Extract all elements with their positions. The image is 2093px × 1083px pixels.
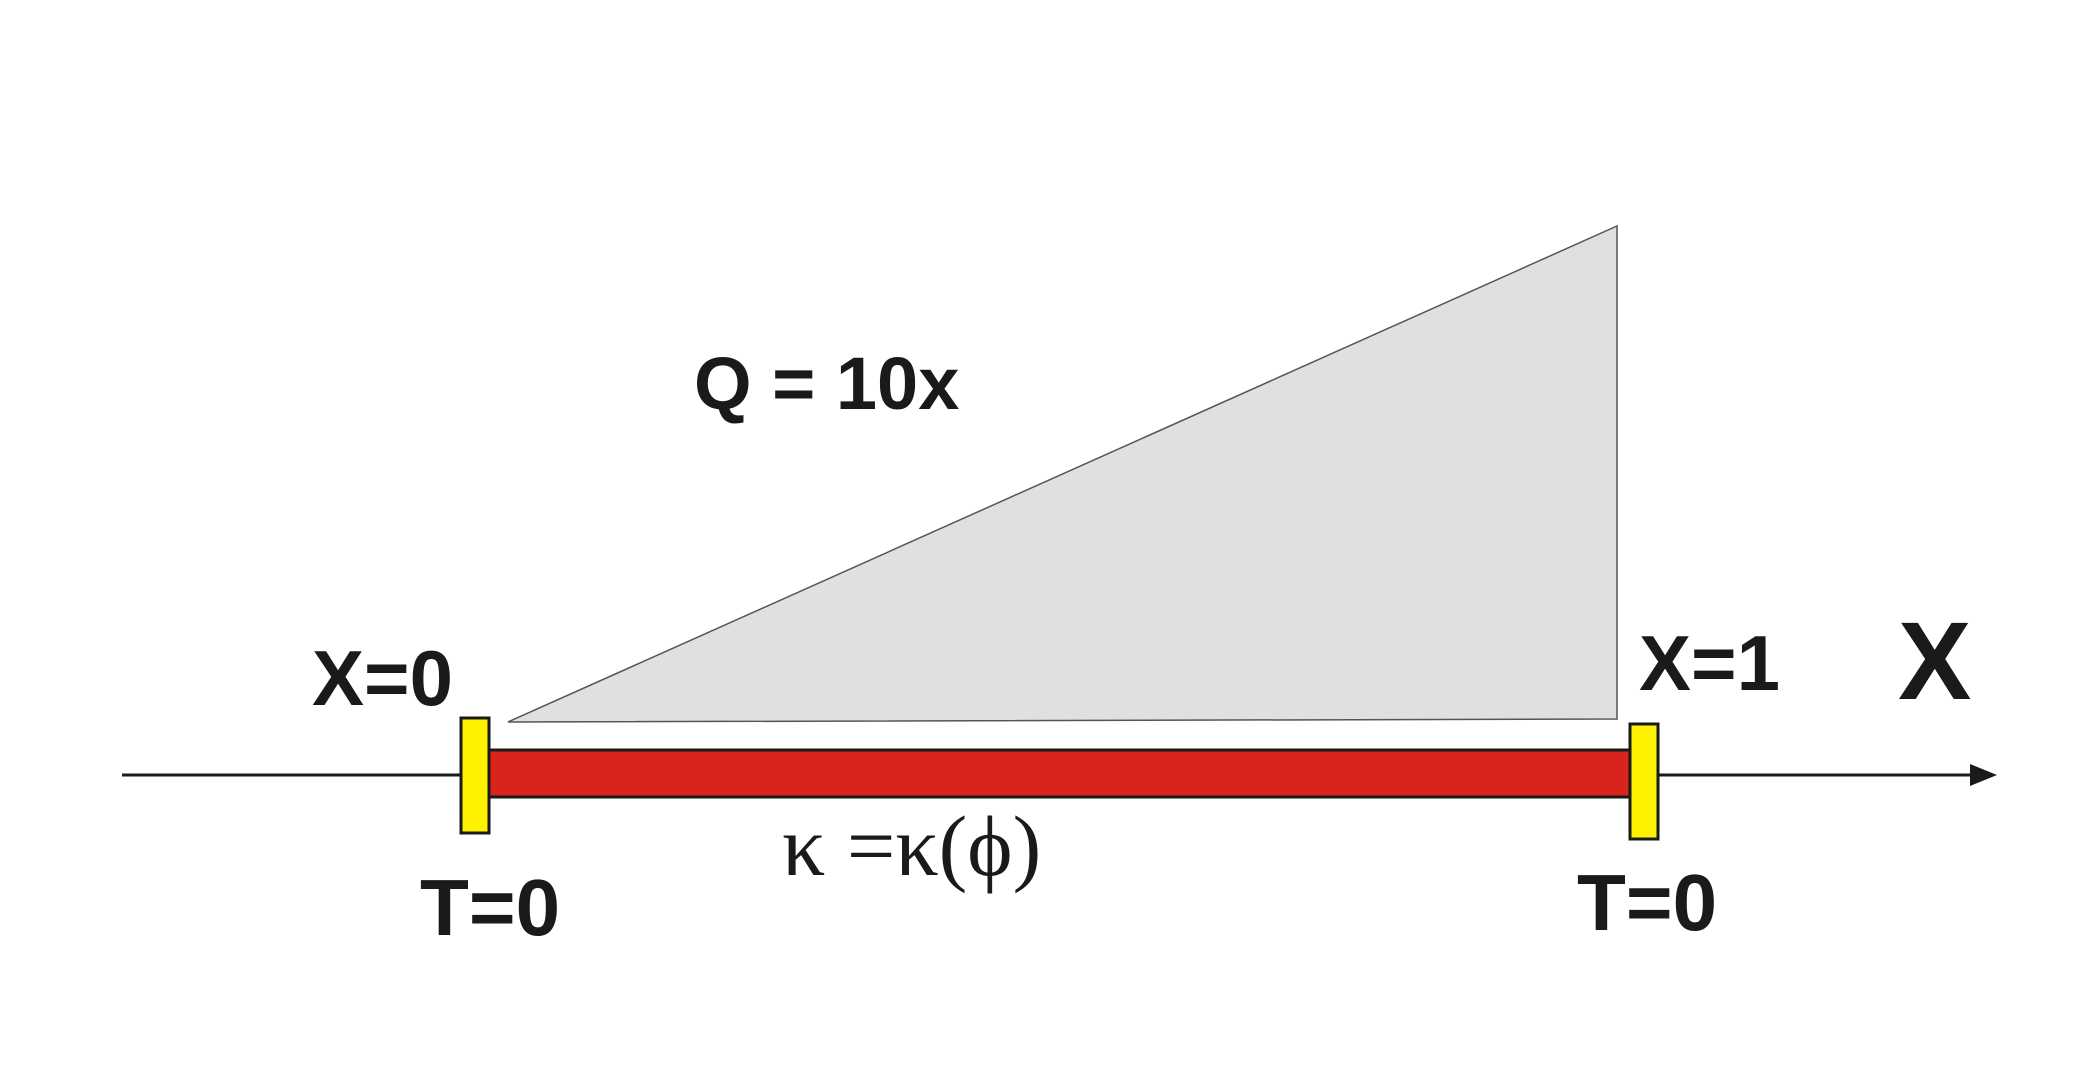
left-boundary-block <box>459 716 491 835</box>
axis-label: X <box>1898 600 1971 723</box>
heat-source-triangle <box>507 224 1618 723</box>
left-boundary-label: T=0 <box>420 863 560 952</box>
left-position-label: X=0 <box>312 634 453 722</box>
source-label: Q = 10x <box>694 342 959 425</box>
right-boundary-label: T=0 <box>1577 858 1717 947</box>
conductivity-label: κ =κ(ϕ) <box>782 798 1041 894</box>
right-position-label: X=1 <box>1639 619 1780 707</box>
rod <box>483 748 1632 799</box>
right-boundary-block <box>1628 722 1660 841</box>
x-axis-arrowhead <box>1970 764 1997 786</box>
